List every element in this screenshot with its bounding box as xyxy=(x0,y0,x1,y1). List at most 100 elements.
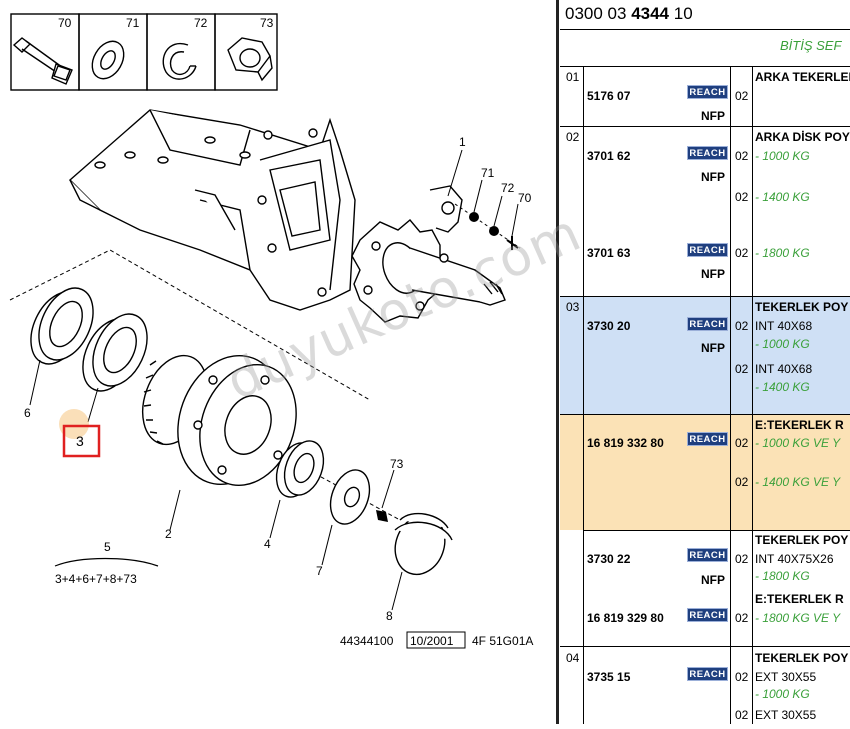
inset-fasteners xyxy=(10,13,278,91)
quantity: 02 xyxy=(735,436,749,450)
circlip-icon xyxy=(162,42,197,80)
row-index: 04 xyxy=(566,651,580,665)
footer-code: 4F 51G01A xyxy=(472,634,533,648)
footer-date: 10/2001 xyxy=(410,634,454,648)
nut-icon xyxy=(227,37,273,82)
reference-header: 0300 03 4344 10 xyxy=(565,4,693,23)
panel-divider xyxy=(556,0,559,724)
part-number: 3730 22 xyxy=(587,552,631,566)
inset-label-73: 73 xyxy=(260,16,274,30)
inset-label-70: 70 xyxy=(58,16,72,30)
circlip-7 xyxy=(329,469,371,525)
bolt-70 xyxy=(506,236,519,250)
note: - 1400 KG xyxy=(755,380,810,394)
part-label-8: 8 xyxy=(386,609,393,623)
bearing-3 xyxy=(82,313,148,392)
kit-outline xyxy=(9,249,371,401)
selected-part-box[interactable] xyxy=(62,424,101,458)
part-label-2: 2 xyxy=(165,527,172,541)
reach-badge: REACH xyxy=(687,667,728,681)
description: ARKA DİSK POY xyxy=(755,130,850,144)
part-number: 3730 20 xyxy=(587,319,631,333)
row-index: 01 xyxy=(566,70,580,84)
part-label-73: 73 xyxy=(390,457,404,471)
nfp-label: NFP xyxy=(701,341,725,355)
quantity: 02 xyxy=(735,319,749,333)
note: - 1000 KG xyxy=(755,337,810,351)
reach-badge: REACH xyxy=(687,432,728,446)
part-number: 3701 63 xyxy=(587,246,631,260)
hub-2 xyxy=(142,354,297,487)
bearing-4 xyxy=(275,440,325,498)
part-label-72: 72 xyxy=(501,181,515,195)
reach-badge: REACH xyxy=(687,146,728,160)
quantity: 02 xyxy=(735,670,749,684)
spec: EXT 30X55 xyxy=(755,670,817,684)
stub-axle xyxy=(351,185,506,323)
footer-ref: 44344100 xyxy=(340,634,394,648)
circlip-72 xyxy=(489,226,499,236)
nfp-label: NFP xyxy=(701,109,725,123)
part-label-71: 71 xyxy=(481,166,495,180)
reach-badge: REACH xyxy=(687,85,728,99)
quantity: 02 xyxy=(735,708,749,722)
parts-table: 0300 03 4344 10 BİTİŞ SEF 01 5176 07 REA… xyxy=(560,0,850,724)
description: E:TEKERLEK R xyxy=(755,592,844,606)
description: ARKA TEKERLEK xyxy=(755,70,850,84)
note: - 1000 KG VE Y xyxy=(755,436,841,450)
part-number: 16 819 332 80 xyxy=(587,436,664,450)
axle-bracket xyxy=(68,109,356,311)
reach-badge: REACH xyxy=(687,608,728,622)
kit-formula: 3+4+6+7+8+73 xyxy=(55,572,137,586)
row-highlight-blue xyxy=(560,296,850,414)
note: - 1400 KG xyxy=(755,190,810,204)
nut-73 xyxy=(376,510,388,522)
quantity: 02 xyxy=(735,552,749,566)
bolt-icon xyxy=(12,37,73,85)
quantity: 02 xyxy=(735,149,749,163)
quantity: 02 xyxy=(735,611,749,625)
reach-badge: REACH xyxy=(687,243,728,257)
washer-icon xyxy=(91,40,125,80)
note: - 1800 KG xyxy=(755,569,810,583)
note: - 1800 KG xyxy=(755,246,810,260)
nfp-label: NFP xyxy=(701,170,725,184)
exploded-parts-diagram: 70 71 72 73 xyxy=(9,13,533,649)
note: - 1800 KG VE Y xyxy=(755,611,841,625)
part-number: 16 819 329 80 xyxy=(587,611,664,625)
inset-label-71: 71 xyxy=(126,16,140,30)
quantity: 02 xyxy=(735,362,749,376)
quantity: 02 xyxy=(735,89,749,103)
reach-badge: REACH xyxy=(687,548,728,562)
spec: EXT 30X55 xyxy=(755,708,817,722)
quantity: 02 xyxy=(735,246,749,260)
spec: INT 40X68 xyxy=(755,319,813,333)
washer-71 xyxy=(469,212,479,222)
inset-label-72: 72 xyxy=(194,16,208,30)
note: - 1400 KG VE Y xyxy=(755,475,841,489)
row-index: 03 xyxy=(566,300,580,314)
nfp-label: NFP xyxy=(701,573,725,587)
diagram-svg: 70 71 72 73 xyxy=(9,13,533,649)
spec: INT 40X68 xyxy=(755,362,813,376)
part-label-6: 6 xyxy=(24,406,31,420)
part-number: 5176 07 xyxy=(587,89,631,103)
description: TEKERLEK POY xyxy=(755,533,849,547)
part-label-1: 1 xyxy=(459,135,466,149)
part-label-4: 4 xyxy=(264,537,271,551)
spec: INT 40X75X26 xyxy=(755,552,834,566)
description: TEKERLEK POY xyxy=(755,300,849,314)
part-label-7: 7 xyxy=(316,564,323,578)
nfp-label: NFP xyxy=(701,267,725,281)
highlight-dot xyxy=(59,409,89,439)
part-label-5: 5 xyxy=(104,540,111,554)
description: E:TEKERLEK R xyxy=(755,418,844,432)
kit-bracket xyxy=(54,557,159,567)
part-label-70: 70 xyxy=(518,191,532,205)
end-label: BİTİŞ SEF xyxy=(780,38,842,53)
seal-6 xyxy=(30,287,94,365)
cap-8 xyxy=(394,512,453,576)
description: TEKERLEK POY xyxy=(755,651,849,665)
reach-badge: REACH xyxy=(687,317,728,331)
note: - 1000 KG xyxy=(755,149,810,163)
